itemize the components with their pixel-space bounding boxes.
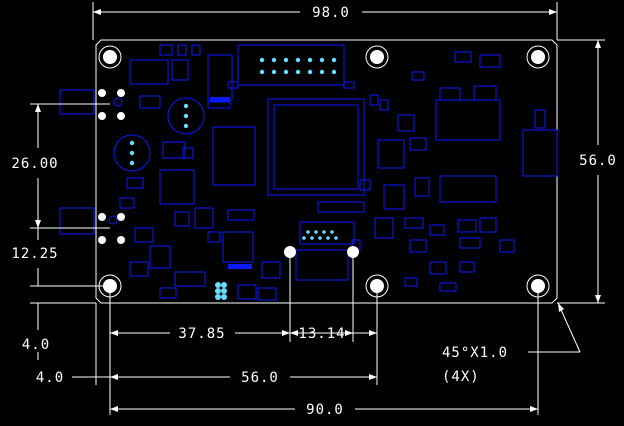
component-footprints: [59, 44, 558, 301]
chamfer-count: (4X): [442, 369, 480, 385]
dim-overall-height: 56.0: [579, 153, 617, 169]
dimension-lines: [30, 2, 605, 415]
dim-hole-inset-horizontal: 4.0: [36, 370, 64, 386]
chamfer-note: 45°X1.0: [442, 345, 508, 361]
pads: [129, 57, 338, 300]
dim-connector-offset: 12.25: [11, 246, 58, 262]
dim-hole-spacing-long: 90.0: [306, 402, 344, 418]
dim-hole-spacing-vertical: 26.00: [11, 156, 58, 172]
dim-connector-to-hole: 13.14: [298, 326, 345, 342]
board-outline: [95, 39, 558, 304]
mounting-hole-top-right: [526, 45, 550, 69]
dim-overall-length: 98.0: [312, 5, 350, 21]
mounting-hole-top-mid: [365, 45, 389, 69]
dim-hole-spacing-short: 56.0: [241, 370, 279, 386]
dim-hole-inset-vertical: 4.0: [22, 337, 50, 353]
mounting-hole-top-left: [98, 45, 122, 69]
dim-hole-to-connector: 37.85: [178, 326, 225, 342]
arrowheads: [35, 9, 601, 412]
